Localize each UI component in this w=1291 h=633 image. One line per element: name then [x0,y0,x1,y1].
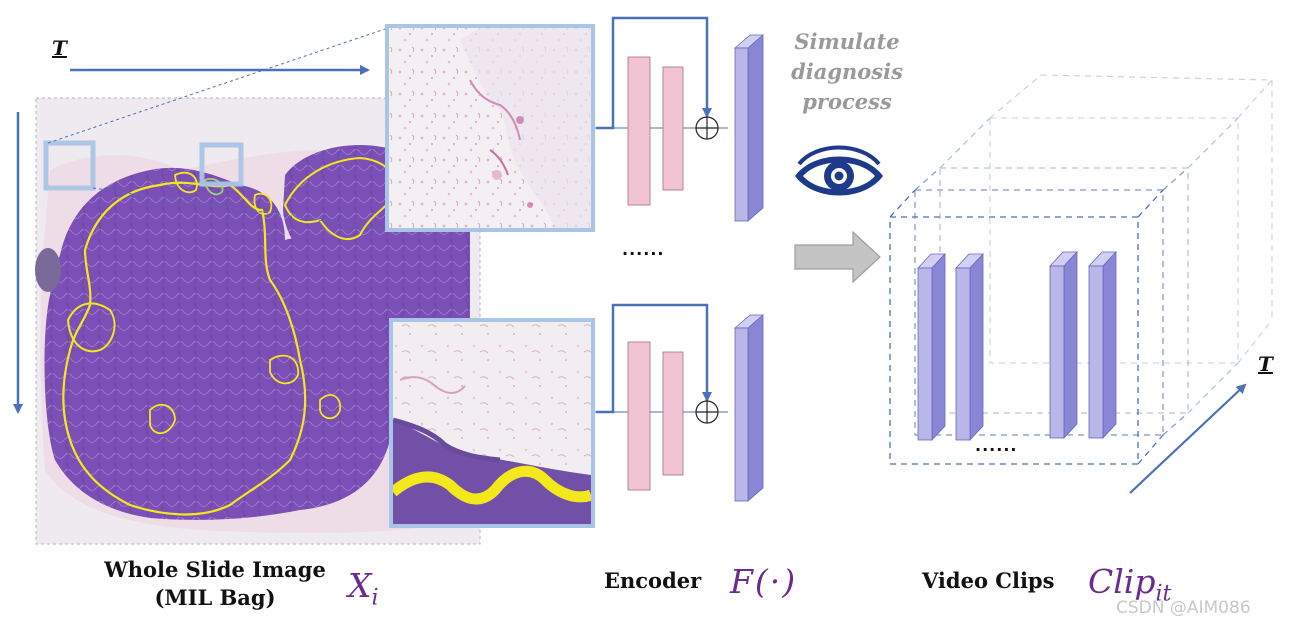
encoder-block-1 [595,16,728,206]
feature-vector-2 [733,314,765,502]
simulate-note-line-1: Simulate [794,29,900,54]
video-math-sub: it [1155,581,1172,607]
clip-feature-bars [917,250,1117,442]
simulate-note-line-3: process [802,89,892,114]
wsi-math-symbol: X [348,566,372,605]
simulate-note-line-2: diagnosis [791,59,903,84]
watermark: CSDN @AIM086 [1116,598,1251,618]
process-arrow [794,230,881,284]
wsi-math: Xi [348,566,379,611]
eye-icon [795,145,883,196]
video-math: Clipit [1088,562,1171,607]
wsi-math-sub: i [371,585,379,611]
clip-feature-bar-2 [955,252,984,442]
zoom-patch-2 [389,318,595,528]
simulate-note: Simulate diagnosis process [772,27,922,117]
video-dots: ...... [975,436,1018,455]
clip-feature-bar-4 [1088,250,1117,440]
wsi-axis-label-top: T [52,36,67,60]
wsi-patch-box-2 [199,142,244,187]
clip-feature-bar-3 [1049,250,1078,440]
clip-feature-bar-1 [917,252,946,442]
encoder-math: F(·) [730,562,798,601]
video-caption: Video Clips [922,568,1055,593]
t-axis-diagonal-arrow [1129,383,1247,494]
projection-line-bottom [92,187,389,231]
video-clip-cubes [889,74,1273,465]
wsi-caption: Whole Slide Image (MIL Bag) [85,556,345,612]
encoder-caption: Encoder [604,568,702,593]
video-math-symbol: Clip [1088,562,1156,601]
video-axis-label: T [1258,352,1273,376]
encoder-block-2 [595,303,728,491]
wsi-patch-box-1 [43,140,96,191]
feature-vector-1 [733,34,765,222]
encoder-dots: ...... [622,240,665,259]
zoom-patch-1 [385,24,595,232]
wsi-caption-line-2: (MIL Bag) [154,585,276,610]
wsi-caption-line-1: Whole Slide Image [104,557,326,582]
